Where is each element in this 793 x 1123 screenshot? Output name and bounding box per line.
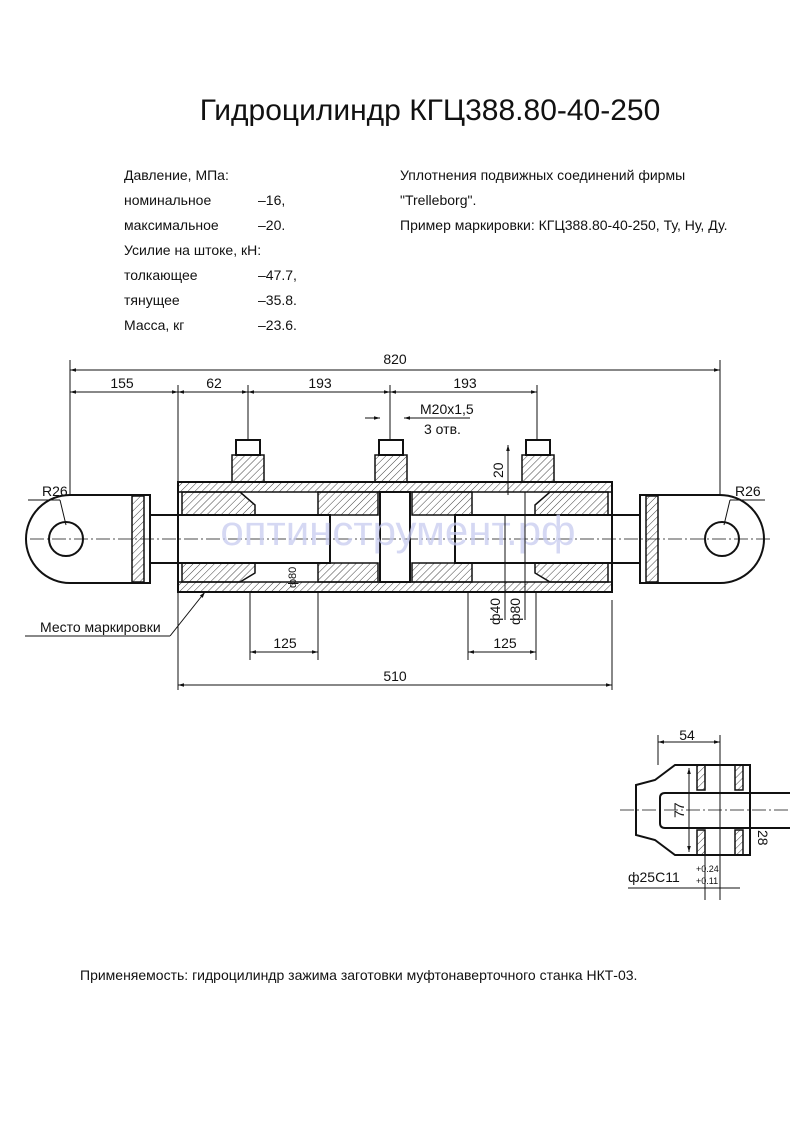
dim-rod-dia: ф40 xyxy=(487,598,503,625)
detail-dim-54: 54 xyxy=(679,727,695,743)
detail-tol-lower: +0.11 xyxy=(696,876,718,886)
dim-r26-right: R26 xyxy=(735,483,761,499)
pull-value: –35.8. xyxy=(258,292,297,308)
port-left xyxy=(231,439,265,483)
pressure-label: Давление, МПа: xyxy=(124,167,229,183)
dim-holes: 3 отв. xyxy=(424,421,461,437)
notes: Уплотнения подвижных соединений фирмы "T… xyxy=(400,167,728,233)
center-partition xyxy=(379,491,411,583)
nominal-label: номинальное xyxy=(124,192,211,208)
detail-dim-28: 28 xyxy=(755,830,771,846)
specifications: Давление, МПа: номинальное –16, максимал… xyxy=(124,167,297,333)
rod-eye-detail: 54 77 28 ф25С11 +0.24 +0.11 xyxy=(620,727,790,900)
cylinder-drawing: оптинструмент.рф xyxy=(25,439,770,593)
dimensions: 820 155 62 193 193 М20х1,5 3 отв. 20 R26… xyxy=(25,351,765,690)
mass-label: Масса, кг xyxy=(124,317,184,333)
detail-dim-77: 77 xyxy=(671,802,687,818)
dim-193-left: 193 xyxy=(308,375,332,391)
applicability-note: Применяемость: гидроцилиндр зажима загот… xyxy=(80,967,637,983)
pull-label: тянущее xyxy=(124,292,180,308)
dim-125-right: 125 xyxy=(493,635,517,651)
dim-thread: М20х1,5 xyxy=(420,401,474,417)
dim-510: 510 xyxy=(383,668,407,684)
dim-193-right: 193 xyxy=(453,375,477,391)
dim-155: 155 xyxy=(110,375,134,391)
force-label: Усилие на штоке, кН: xyxy=(124,242,261,258)
dim-20: 20 xyxy=(490,462,506,478)
note-line-2: "Trelleborg". xyxy=(400,192,476,208)
dim-125-left: 125 xyxy=(273,635,297,651)
dim-bore-inner: ф80 xyxy=(287,567,299,588)
dim-overall: 820 xyxy=(383,351,407,367)
dim-62: 62 xyxy=(206,375,222,391)
max-value: –20. xyxy=(258,217,285,233)
detail-tol-upper: +0.24 xyxy=(696,864,719,874)
note-line-3: Пример маркировки: КГЦ388.80-40-250, Ту,… xyxy=(400,217,728,233)
push-label: толкающее xyxy=(124,267,198,283)
watermark: оптинструмент.рф xyxy=(220,507,575,554)
right-eye-hole xyxy=(704,521,740,557)
dim-r26-left: R26 xyxy=(42,483,68,499)
detail-pin-size: ф25С11 xyxy=(628,869,680,885)
nominal-value: –16, xyxy=(258,192,285,208)
port-center xyxy=(374,439,408,483)
marking-place-label: Место маркировки xyxy=(40,619,161,635)
dim-bore-dia: ф80 xyxy=(507,598,523,625)
push-value: –47.7, xyxy=(258,267,297,283)
port-right xyxy=(521,439,555,483)
mass-value: –23.6. xyxy=(258,317,297,333)
max-label: максимальное xyxy=(124,217,219,233)
note-line-1: Уплотнения подвижных соединений фирмы xyxy=(400,167,685,183)
drawing-title: Гидроцилиндр КГЦ388.80-40-250 xyxy=(200,94,661,127)
left-eye-hole xyxy=(48,521,84,557)
